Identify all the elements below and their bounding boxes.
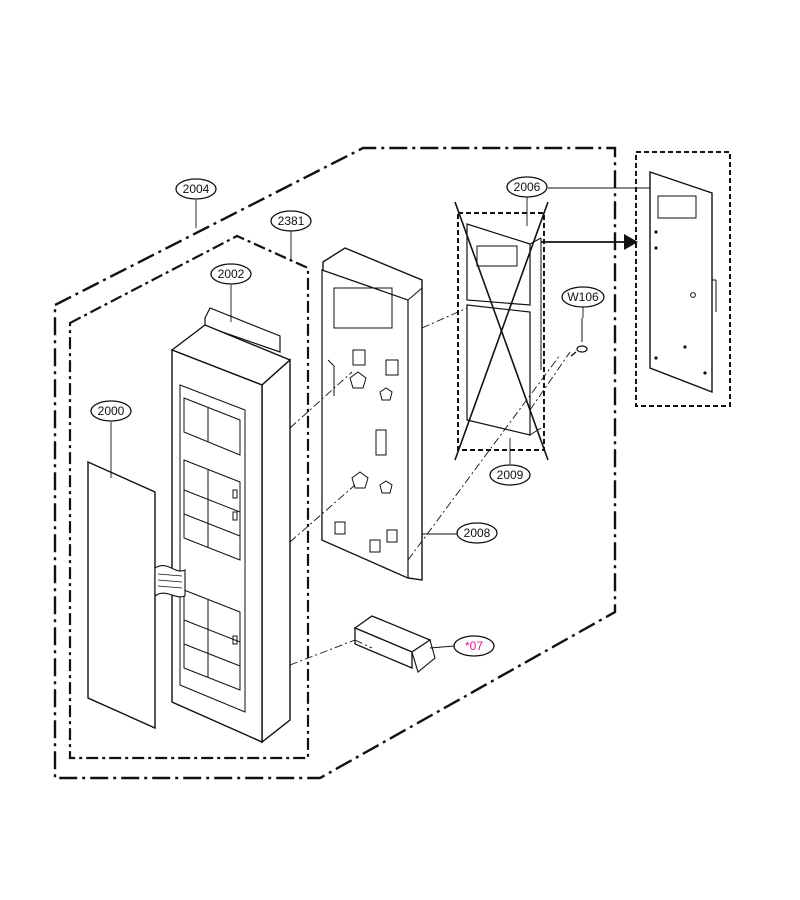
frame-2008 — [321, 247, 423, 581]
crossed-out-board-assembly — [454, 201, 549, 461]
callout-2000: 2000 — [90, 400, 132, 422]
callout-2004: 2004 — [175, 178, 217, 200]
panel-front — [171, 348, 263, 744]
membrane-2000 — [87, 460, 186, 730]
assembly-boundary-2381 — [68, 234, 310, 760]
detail-view-box — [635, 151, 731, 407]
callout-2006: 2006 — [506, 176, 548, 198]
assembly-boundary-2004 — [53, 146, 617, 780]
callout-2002: 2002 — [210, 263, 252, 285]
label-w106: W106 — [567, 290, 599, 304]
screw-w106 — [570, 318, 588, 357]
cross-line-b — [454, 201, 549, 461]
label-2006: 2006 — [514, 180, 541, 194]
callout-2381: 2381 — [270, 210, 312, 232]
panel-side — [261, 358, 291, 744]
callout-w106: W106 — [561, 286, 605, 308]
label-2000: 2000 — [98, 404, 125, 418]
callout-2008: 2008 — [456, 522, 498, 544]
callout-07: *07 — [453, 635, 495, 657]
pcb-display-window — [476, 245, 518, 267]
label-2004: 2004 — [183, 182, 210, 196]
frame-front — [321, 269, 409, 579]
assembly-lines — [289, 307, 571, 666]
membrane-sheet — [87, 460, 156, 730]
detail-pcb-window — [657, 195, 697, 219]
detail-arrow-head — [624, 234, 638, 250]
label-2008: 2008 — [464, 526, 491, 540]
label-07: *07 — [465, 639, 483, 653]
leader-lines — [110, 187, 650, 649]
label-2009: 2009 — [497, 468, 524, 482]
pcb-2006 — [466, 223, 531, 306]
hook-07 — [353, 615, 436, 673]
detail-pcb — [649, 171, 717, 394]
label-2002: 2002 — [218, 267, 245, 281]
callout-2009: 2009 — [489, 464, 531, 486]
crossed-board-frame — [457, 212, 545, 451]
control-panel-2002 — [170, 307, 292, 744]
label-2381: 2381 — [278, 214, 305, 228]
detail-pcb-board — [649, 171, 713, 394]
